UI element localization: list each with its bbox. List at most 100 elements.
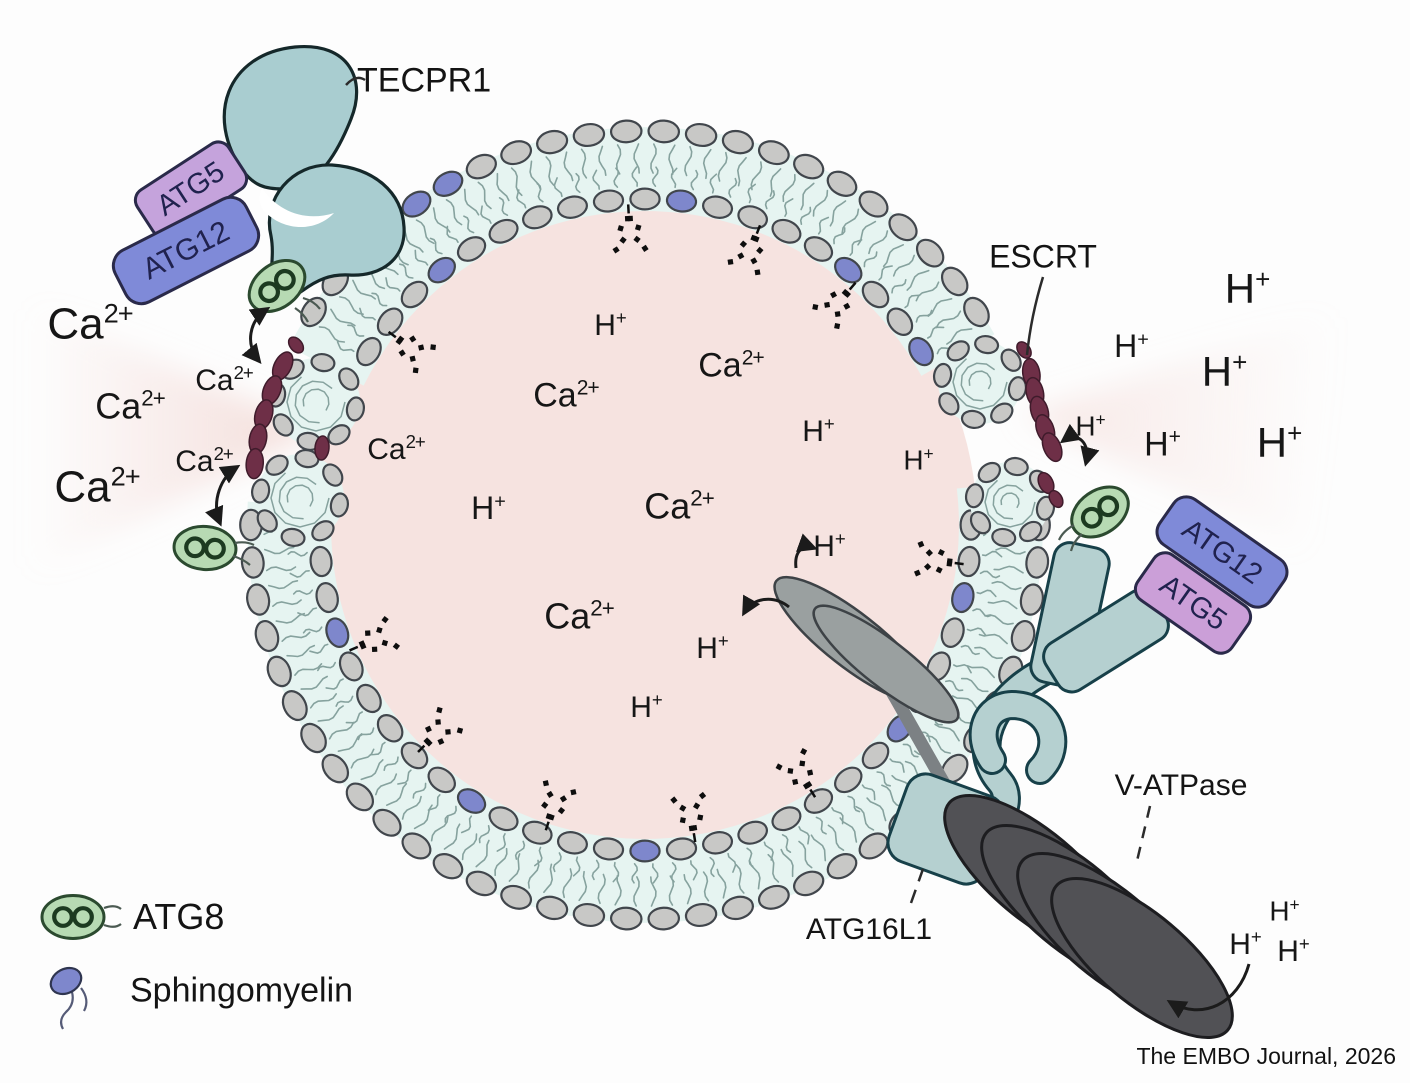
lipid-head [311,520,335,542]
ion-h-label: H+ [1256,418,1303,466]
lipid-head [974,334,1000,355]
lipid-head [629,187,661,211]
ion-h-label: H+ [1144,425,1181,464]
escrt-pointer [1025,276,1045,356]
ion-h-label: H+ [696,630,729,665]
lipid-head [803,236,834,262]
lipid-head [793,153,825,180]
lipid-head [771,218,802,244]
lipid-head [826,170,858,197]
lipid-head [265,454,289,476]
lipid-head [536,895,569,921]
lipid-head [272,413,294,437]
lipid-head [309,545,333,578]
lipid-head [721,129,754,155]
lipid-head [280,527,306,548]
ion-ca-label: Ca2+ [175,443,234,478]
lipid-head [572,123,606,148]
ion-ca-label: Ca2+ [698,346,765,385]
ion-h-label: H+ [802,413,835,448]
lipid-head [647,906,681,931]
sphingomyelin-head [629,839,661,863]
rupture-glow-left [0,292,318,588]
lipid-head [609,906,643,931]
lipid-head [376,307,404,336]
lipid-head [246,583,271,616]
lipid-head [932,362,953,388]
lipid-head [400,280,429,309]
ion-h-label: H+ [1075,409,1105,442]
lipid-head [960,409,986,430]
flux-arrows [205,306,1251,1019]
ion-h-label: H+ [1229,926,1262,961]
lipid-head [940,266,969,297]
lipid-head [1000,348,1022,372]
sphingomyelin-head [834,256,863,284]
lipid-head [432,853,464,880]
lipid-head [310,352,336,373]
lipid-head [338,651,364,682]
lipid-head [250,478,271,504]
label-pointers [345,76,1152,904]
legend-atg8-label: ATG8 [133,896,225,937]
lipid-head [861,280,890,309]
glycan-chains [349,204,964,843]
lipid-head [254,620,280,653]
atg8-protein [172,524,238,572]
sphingomyelin-head [908,336,934,367]
ion-h-label: H+ [471,490,506,526]
ion-h-label: H+ [903,443,933,476]
sphingomyelin-head [665,189,698,213]
tecpr1-pointer [345,76,366,86]
lipid-head [338,367,360,391]
lipid-head [684,123,718,148]
lipid-head [665,837,698,861]
v-atpase-protein [943,794,1234,1039]
lipid-head [1019,583,1044,616]
lipid-head [572,902,606,927]
lipid-head [522,820,553,845]
lipid-head [888,213,918,242]
lipid-head [465,153,497,180]
ion-ca-label: Ca2+ [367,431,426,466]
lipid-head [737,205,768,230]
lipid-head [281,690,308,722]
sphingomyelin-head [401,190,432,218]
sphingomyelin-head [427,256,456,284]
atg8-protein [1070,485,1130,539]
ion-ca-label: Ca2+ [544,595,615,637]
lipid-head [990,402,1014,424]
lipid-head [456,236,487,262]
lipid-head [322,463,344,487]
ion-ca-label: Ca2+ [47,297,133,349]
lipid-heads [239,119,1051,931]
ion-h-label: H+ [1277,933,1310,968]
lipid-head [294,448,320,469]
tecpr1-label: TECPR1 [357,61,492,100]
lipid-head [915,238,945,268]
lipid-head [240,546,265,579]
lipid-head [522,205,553,230]
legend-sphingomyelin-label: Sphingomyelin [130,971,354,1010]
lipid-head [266,655,292,688]
lipid-head [684,902,718,927]
atg8-protein [247,258,307,314]
ion-h-label: H+ [1201,347,1248,395]
lipid-head [356,683,382,714]
lipid-head [946,340,970,362]
ion-ca-label: Ca2+ [195,362,254,397]
lipid-head [300,722,327,754]
lipid-head [556,195,588,219]
lipid-head [1035,495,1056,521]
lipid-head [834,766,863,794]
lipid-head [345,396,366,422]
sphingomyelin-head [432,170,464,197]
lipid-head [256,509,278,533]
lipid-head [592,837,625,861]
lipid-head [977,461,1002,484]
ion-h-label: H+ [1114,328,1149,364]
ion-h-label: H+ [1224,264,1271,312]
lipid-head [858,190,889,218]
